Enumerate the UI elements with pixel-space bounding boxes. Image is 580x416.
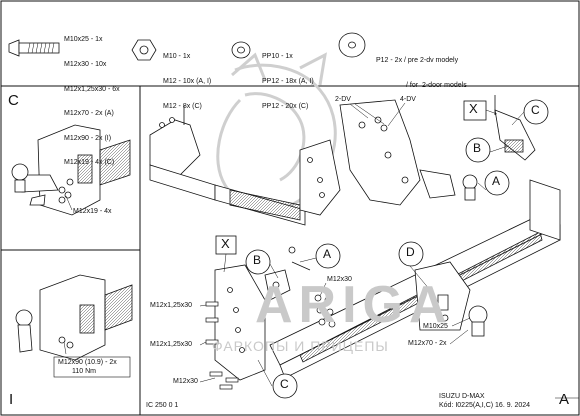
panel-i-letter: I xyxy=(9,391,14,408)
nut-group-lower xyxy=(314,294,336,328)
label-m12x125-upper: M12x1,25x30 xyxy=(150,302,193,309)
footer-model: ISUZU D-MAX xyxy=(439,393,485,400)
label-m12x30-bottom: M12x30 xyxy=(173,378,198,385)
bracket-b-lower xyxy=(264,246,311,301)
ball-mount-lower xyxy=(414,261,488,337)
box-x-bottom-letter: X xyxy=(221,236,230,251)
small-washer-icon xyxy=(231,41,251,59)
footer-code-left: IC 250 0 1 xyxy=(146,402,179,409)
box-x-top xyxy=(463,100,487,121)
legend-nuts: M10 - 1x M12 - 10x (A, I) M12 - 8x (C) xyxy=(163,37,211,119)
large-washer-icon xyxy=(338,32,366,58)
legend-nut-line: M12 - 8x (C) xyxy=(163,102,202,110)
footer-code-right: Kód: I0225(A,I,C) 16. 9. 2024 xyxy=(439,402,531,409)
panel-c-letter: C xyxy=(8,92,19,109)
legend-bolt-line: M12x30 - 10x xyxy=(64,61,107,69)
leader-lines xyxy=(199,102,525,387)
label-m12x70: M12x70 - 2x xyxy=(408,340,447,347)
watermark-brand: ARIGA xyxy=(255,276,453,334)
label-m12x30-right: M12x30 xyxy=(327,276,352,283)
legend-bolt-line: M12x19 - 4x (C) xyxy=(64,159,115,167)
circle-b-bottom xyxy=(245,249,271,275)
circle-c-top-letter: C xyxy=(531,103,540,117)
legend-large-washer-line: / for 2-door models xyxy=(406,82,467,90)
legend-bolt-line: M12x70 - 2x (A) xyxy=(64,110,114,118)
panel-i-torque-label: 110 Nm xyxy=(72,368,96,375)
right-side-bracket xyxy=(339,99,421,206)
panel-i-bolt-label: M12x90 (10.9) - 2x xyxy=(58,359,117,366)
panel-i-leader xyxy=(63,341,67,355)
circle-c-bottom-letter: C xyxy=(280,377,289,391)
label-4dv: 4-DV xyxy=(400,96,416,103)
circle-a-top-letter: A xyxy=(492,174,501,188)
panel-i-label-box xyxy=(53,356,131,378)
panel-a-letter: A xyxy=(559,391,570,408)
nut-icon xyxy=(131,39,157,61)
panel-c-drawing xyxy=(11,124,131,216)
legend-washer-line: PP10 - 1x xyxy=(262,53,293,61)
panel-c-leader xyxy=(65,195,73,211)
panel-c-bolt-label: M12x19 - 4x xyxy=(73,208,112,215)
label-m10x25: M10x25 xyxy=(423,323,448,330)
legend-bolts: M10x25 - 1x M12x30 - 10x M12x1,25x30 - 6… xyxy=(64,20,120,176)
circle-b-bottom-letter: B xyxy=(253,253,262,267)
center-bracket-upper xyxy=(299,139,341,216)
box-x-top-letter: X xyxy=(469,101,478,116)
tow-ball-upper xyxy=(419,169,478,201)
circle-a-bottom xyxy=(315,243,341,269)
panel-i-drawing xyxy=(15,274,133,361)
circle-d-letter: D xyxy=(406,245,415,259)
label-m12x125-lower: M12x1,25x30 xyxy=(150,341,193,348)
circle-b-top xyxy=(465,137,491,163)
top-right-bracket xyxy=(494,95,536,161)
bolt-group-lower-left xyxy=(205,301,239,390)
bolt-icon xyxy=(8,39,60,57)
crossbar-upper xyxy=(149,164,306,226)
circle-a-bottom-letter: A xyxy=(323,247,332,261)
circle-b-top-letter: B xyxy=(473,141,482,155)
legend-bolt-line: M12x1,25x30 - 6x xyxy=(64,85,120,93)
left-plate-lower xyxy=(214,264,266,381)
legend-large-washer: P12 - 2x / pre 2-dv modely / for 2-door … xyxy=(376,41,467,98)
circle-d xyxy=(398,241,424,267)
watermark-subtitle: ФАРКОПЫ И ПРИЦЕПЫ xyxy=(212,338,389,354)
legend-washer-line: PP12 - 20x (C) xyxy=(262,102,309,110)
legend-small-washers: PP10 - 1x PP12 - 18x (A, I) PP12 - 20x (… xyxy=(262,37,314,119)
circle-a-top xyxy=(484,170,510,196)
legend-nut-line: M10 - 1x xyxy=(163,53,191,61)
legend-bolt-line: M10x25 - 1x xyxy=(64,36,103,44)
label-2dv: 2-DV xyxy=(335,96,351,103)
legend-bolt-line: M12x90 - 2x (I) xyxy=(64,134,112,142)
legend-large-washer-line: P12 - 2x / pre 2-dv modely xyxy=(376,57,459,65)
circle-c-bottom xyxy=(272,373,298,399)
legend-nut-line: M12 - 10x (A, I) xyxy=(163,78,212,86)
legend-washer-line: PP12 - 18x (A, I) xyxy=(262,78,314,86)
